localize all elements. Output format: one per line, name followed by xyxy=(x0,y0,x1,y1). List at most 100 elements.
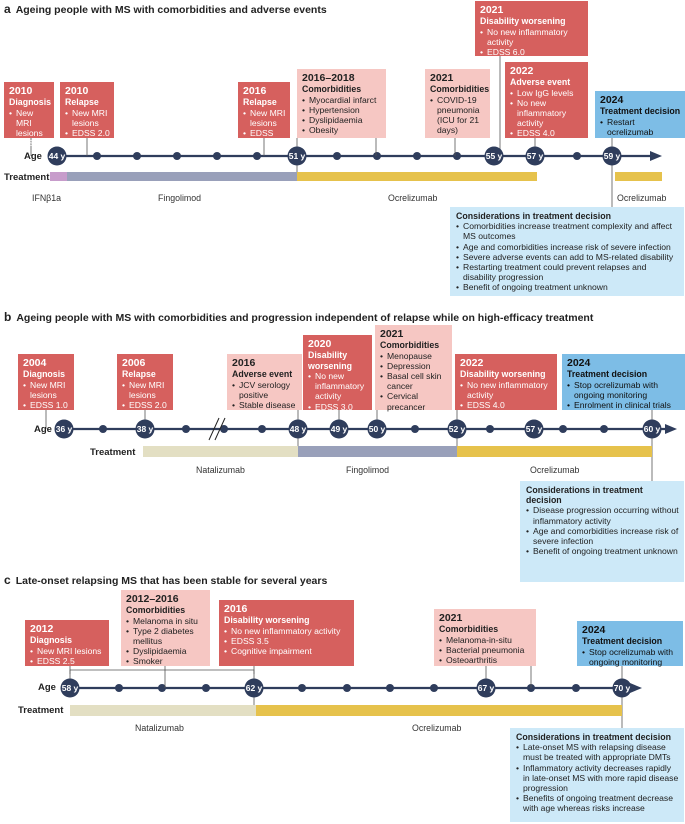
node-b-1 xyxy=(135,419,155,439)
treatment-label-b: Treatment xyxy=(90,447,136,458)
panel-a-tick-8 xyxy=(453,152,461,160)
panel-c-tick-4 xyxy=(343,684,351,692)
considerations-c: Considerations in treatment decision Lat… xyxy=(510,728,684,822)
age-label-a: Age xyxy=(24,151,42,162)
panel-c-tick-0 xyxy=(115,684,123,692)
node-b-6-label: 57 y xyxy=(526,424,543,434)
panel-a-tick-0 xyxy=(93,152,101,160)
node-a-2 xyxy=(484,146,504,166)
panel-b-break-2 xyxy=(214,417,226,441)
treatment-label-c: Treatment xyxy=(18,705,64,716)
bar-b-natalizumab xyxy=(143,446,298,457)
node-c-1-label: 62 y xyxy=(246,683,263,693)
bar-b-fingolimod xyxy=(298,446,457,457)
panel-a-tick-3 xyxy=(213,152,221,160)
node-b-2 xyxy=(288,419,308,439)
node-a-0 xyxy=(47,146,67,166)
node-a-4 xyxy=(602,146,622,166)
node-a-3 xyxy=(525,146,545,166)
treatment-c-natalizumab: Natalizumab xyxy=(135,723,184,733)
node-c-1 xyxy=(244,678,264,698)
panel-b-tick-3 xyxy=(258,425,266,433)
node-b-0 xyxy=(54,419,74,439)
panel-c-tick-2 xyxy=(202,684,210,692)
node-c-2 xyxy=(476,678,496,698)
panel-b-tick-2 xyxy=(220,425,228,433)
panel-c-tick-5 xyxy=(386,684,394,692)
panel-c-tick-1 xyxy=(158,684,166,692)
treatment-c-ocrelizumab: Ocrelizumab xyxy=(412,723,462,733)
treatment-a-ifn: IFNβ1a xyxy=(32,193,62,203)
node-a-4-label: 59 y xyxy=(604,151,621,161)
node-b-6 xyxy=(524,419,544,439)
panel-a-axis-arrow xyxy=(650,151,662,161)
panel-a-tick-5 xyxy=(333,152,341,160)
treatment-a-ocrelizumab: Ocrelizumab xyxy=(388,193,438,203)
panel-c-tick-6 xyxy=(430,684,438,692)
node-b-3-label: 49 y xyxy=(331,424,348,434)
node-b-0-label: 36 y xyxy=(56,424,73,434)
node-a-1-label: 51 y xyxy=(289,151,306,161)
panel-a-tick-6 xyxy=(373,152,381,160)
panel-a-tick-2 xyxy=(173,152,181,160)
panel-c-axis-arrow xyxy=(630,683,642,693)
considerations-a: Considerations in treatment decision Com… xyxy=(450,207,684,296)
node-b-3 xyxy=(329,419,349,439)
node-c-0-label: 58 y xyxy=(62,683,79,693)
bar-b-ocrelizumab xyxy=(457,446,652,457)
treatment-label-a: Treatment xyxy=(4,172,50,183)
node-c-3-label: 70 y xyxy=(614,683,631,693)
node-c-3 xyxy=(612,678,632,698)
panel-b-tick-1 xyxy=(182,425,190,433)
panel-a-tick-7 xyxy=(413,152,421,160)
panel-b-axis-arrow xyxy=(665,424,677,434)
bar-c-ocrelizumab xyxy=(256,705,622,716)
node-b-7 xyxy=(642,419,662,439)
panel-b-tick-7 xyxy=(559,425,567,433)
node-b-5 xyxy=(447,419,467,439)
node-b-2-label: 48 y xyxy=(290,424,307,434)
node-b-4 xyxy=(367,419,387,439)
panel-c-tick-3 xyxy=(298,684,306,692)
node-b-5-label: 52 y xyxy=(449,424,466,434)
node-c-2-label: 67 y xyxy=(478,683,495,693)
panel-b-tick-8 xyxy=(600,425,608,433)
node-b-1-label: 38 y xyxy=(137,424,154,434)
node-a-0-label: 44 y xyxy=(49,151,66,161)
treatment-a-ocrelizumab-restart: Ocrelizumab xyxy=(617,193,667,203)
bar-a-ifn xyxy=(50,172,67,181)
panel-a-tick-4 xyxy=(253,152,261,160)
panel-c-tick-8 xyxy=(572,684,580,692)
panel-b-tick-5 xyxy=(411,425,419,433)
bar-a-ocrelizumab-restart xyxy=(615,172,662,181)
treatment-b-ocrelizumab: Ocrelizumab xyxy=(530,465,580,475)
node-b-4-label: 50 y xyxy=(369,424,386,434)
node-b-7-label: 60 y xyxy=(644,424,661,434)
node-a-2-label: 55 y xyxy=(486,151,503,161)
treatment-a-fingolimod: Fingolimod xyxy=(158,193,202,203)
age-label-c: Age xyxy=(38,682,56,693)
panel-b-break-1 xyxy=(208,417,220,441)
